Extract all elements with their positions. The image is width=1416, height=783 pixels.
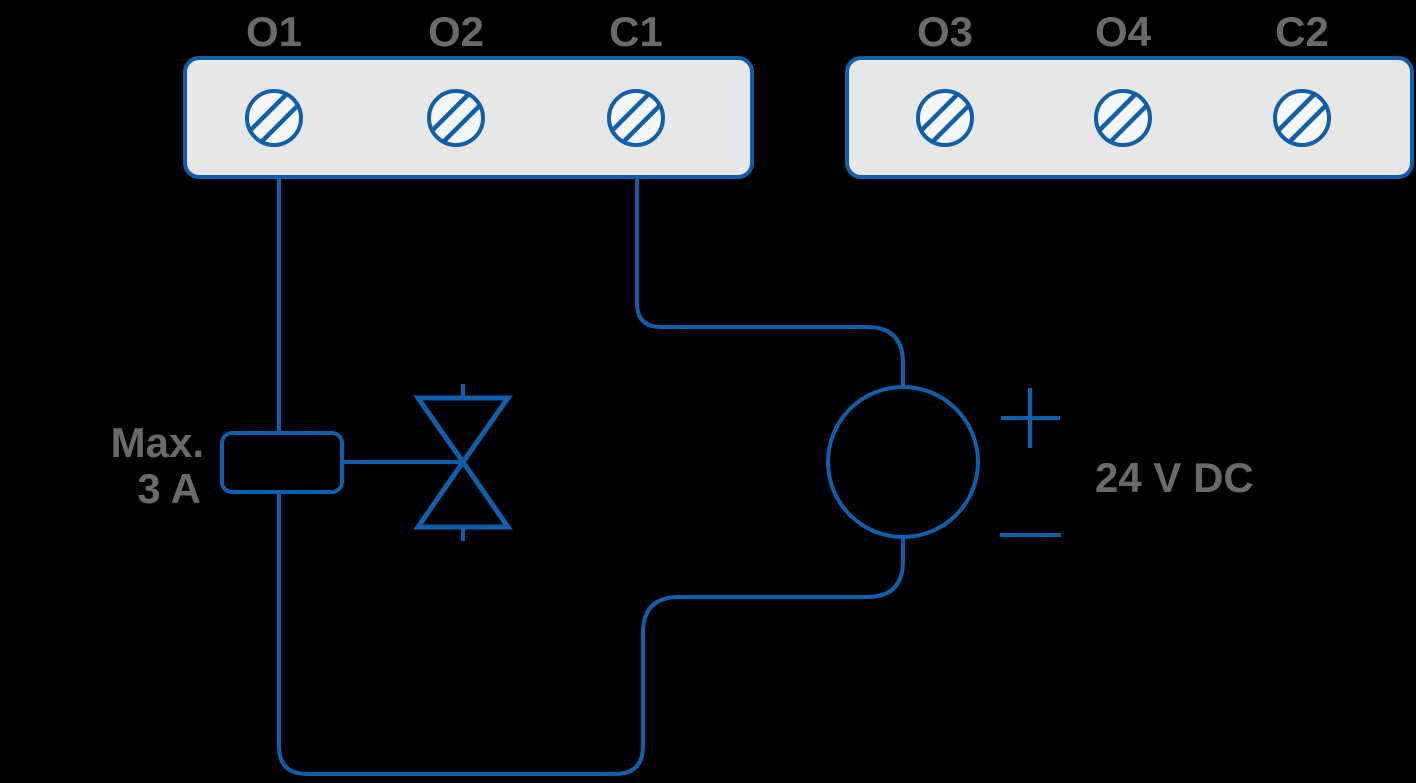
screw-head <box>1273 89 1331 147</box>
screw-slot <box>248 92 300 144</box>
valve-icon <box>413 384 513 541</box>
terminal-label-o2: O2 <box>428 8 484 55</box>
screw-terminal-o2-icon <box>427 89 485 147</box>
max-current-label-line1: Max. <box>111 419 204 466</box>
screw-head <box>427 89 485 147</box>
valve-triangle-top <box>413 395 513 467</box>
wire-c1-to-source <box>635 177 905 387</box>
terminal-label-o1: O1 <box>246 8 302 55</box>
screw-head <box>1094 89 1152 147</box>
terminal-label-c2: C2 <box>1275 8 1329 55</box>
max-current-label-line2: 3 A <box>137 465 201 512</box>
terminal-label-o3: O3 <box>917 8 973 55</box>
screw-head <box>607 89 665 147</box>
wire-source-to-o1 <box>277 177 905 776</box>
screw-slot <box>1097 92 1149 144</box>
screw-head <box>916 89 974 147</box>
screw-slot <box>430 92 482 144</box>
terminal-label-o4: O4 <box>1095 8 1152 55</box>
screw-terminal-c2-icon <box>1273 89 1331 147</box>
screw-terminal-o1-icon <box>245 89 303 147</box>
screw-terminal-o4-icon <box>1094 89 1152 147</box>
dc-source-icon <box>826 385 980 539</box>
relay-coil-icon <box>220 431 344 494</box>
screw-slot <box>610 92 662 144</box>
screw-slot <box>1276 92 1328 144</box>
terminal-label-c1: C1 <box>609 8 663 55</box>
screw-terminal-c1-icon <box>607 89 665 147</box>
voltage-label: 24 V DC <box>1095 454 1254 501</box>
screw-head <box>245 89 303 147</box>
screw-terminal-o3-icon <box>916 89 974 147</box>
valve-triangle-bottom <box>413 457 513 530</box>
plus-icon <box>1001 388 1060 448</box>
screw-slot <box>919 92 971 144</box>
